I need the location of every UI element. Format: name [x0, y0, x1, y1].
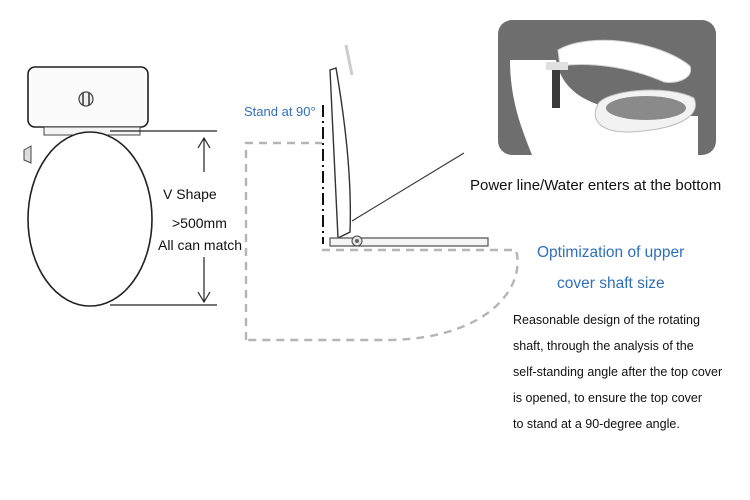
upright-lid	[329, 67, 352, 240]
toilet-outline-dashed	[244, 141, 519, 342]
side-knob	[23, 145, 32, 164]
seat-base	[329, 237, 489, 247]
description-line: is opened, to ensure the top cover	[513, 391, 703, 405]
size-label: >500mm	[172, 215, 227, 231]
v-shape-label: V Shape	[163, 186, 217, 202]
description-line: self-standing angle after the top cover	[513, 365, 723, 379]
stand-angle-label: Stand at 90°	[244, 104, 316, 119]
raised-lid	[557, 39, 692, 83]
dimension-markers	[110, 130, 217, 306]
optimization-title-line2: cover shaft size	[557, 275, 665, 292]
description-line: to stand at a 90-degree angle.	[513, 417, 680, 431]
water-inlet	[552, 68, 560, 108]
product-photo	[498, 20, 716, 155]
compatibility-label: All can match	[158, 237, 243, 253]
description-line: shaft, through the analysis of the	[513, 339, 694, 353]
flush-button-icon	[78, 91, 94, 107]
seat-top-view	[23, 66, 153, 307]
optimization-title-line1: Optimization of upper	[537, 244, 685, 261]
seat-lid	[27, 131, 153, 307]
description-line: Reasonable design of the rotating	[513, 313, 700, 327]
power-water-label: Power line/Water enters at the bottom	[470, 177, 722, 194]
callout-line	[351, 152, 465, 222]
seat-side-view	[329, 44, 489, 247]
